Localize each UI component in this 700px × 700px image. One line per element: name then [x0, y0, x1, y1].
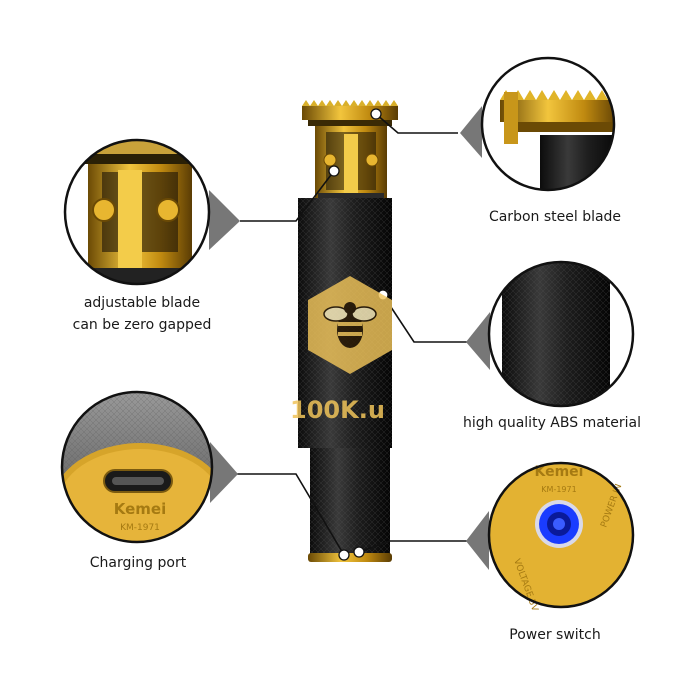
adjustable-blade-label: adjustable blade can be zero gapped [58, 292, 226, 336]
abs-material-circle [487, 260, 635, 408]
power-switch-circle: Kemei KM-1971 VOLTAGE 5V POWER IN [487, 461, 635, 614]
watermark-logo [308, 276, 392, 374]
blade-closeup-circle [480, 56, 616, 192]
power-switch-label: Power switch [490, 624, 620, 646]
abs-material-text: high quality ABS material [462, 415, 642, 431]
callout-lines [236, 113, 484, 556]
charging-port-circle: Kemei KM-1971 [60, 390, 214, 544]
adjustable-blade-circle [63, 138, 211, 286]
carbon-steel-blade-text: Carbon steel blade [488, 209, 622, 225]
charging-port-label: Charging port [70, 552, 206, 574]
adjustable-blade-line2: can be zero gapped [72, 317, 212, 333]
adjustable-blade-line1: adjustable blade [83, 295, 201, 311]
power-switch-text: Power switch [509, 627, 601, 643]
switch-model-text: KM-1971 [541, 485, 576, 494]
abs-material-label: high quality ABS material [452, 412, 652, 434]
charging-brand-text: Kemei [114, 500, 166, 518]
carbon-steel-blade-label: Carbon steel blade [470, 206, 640, 228]
watermark-text: 100K.u [290, 396, 385, 424]
switch-brand-text: Kemei [535, 464, 584, 480]
charging-port-text: Charging port [89, 555, 187, 571]
charging-model-text: KM-1971 [120, 523, 160, 533]
bubble-pointers [209, 106, 490, 570]
